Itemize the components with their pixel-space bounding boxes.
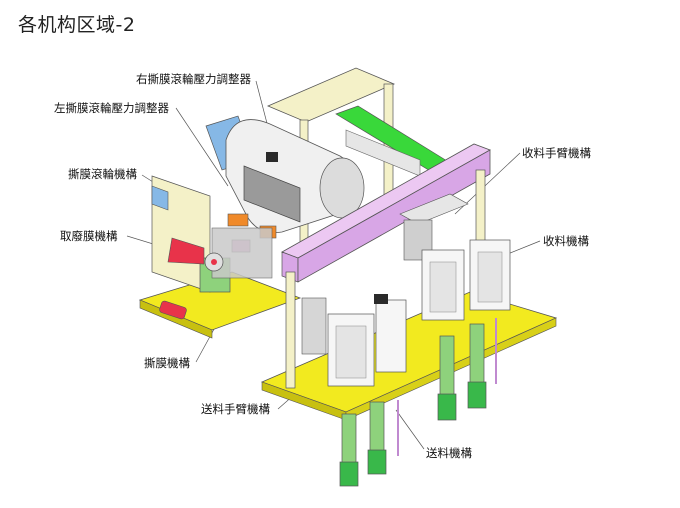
label-peel-mechanism: 撕膜機構 — [144, 356, 190, 370]
label-right-peel-roller-regulator: 右撕膜滾輪壓力調整器 — [136, 72, 251, 86]
mech-housing — [211, 227, 273, 279]
receive-tray-inner-1 — [429, 261, 457, 313]
large-roller — [319, 157, 365, 219]
receive-column-1 — [439, 335, 455, 397]
feed-column-1 — [341, 413, 357, 465]
feed-tray-2 — [375, 299, 407, 373]
receive-motor-1 — [437, 393, 457, 421]
label-left-peel-roller-regulator: 左撕膜滾輪壓力調整器 — [54, 101, 169, 115]
label-receive-arm-mechanism: 收料手臂機構 — [522, 146, 591, 160]
base-slot — [159, 300, 187, 320]
label-peel-roller-mechanism: 撕膜滾輪機構 — [68, 167, 137, 181]
feed-motor-1 — [339, 461, 359, 487]
feed-column-2 — [369, 401, 385, 453]
receive-column-2 — [469, 323, 485, 385]
label-feed-arm-mechanism: 送料手臂機構 — [201, 402, 270, 416]
leader-feed-mechanism — [395, 409, 425, 450]
label-waste-film-removal: 取廢膜機構 — [60, 229, 118, 243]
receive-tray-inner-2 — [477, 251, 503, 303]
orange-block — [227, 213, 249, 227]
left-base-plate-edge — [139, 299, 213, 339]
feed-section — [301, 294, 407, 387]
label-feed-mechanism: 送料機構 — [426, 446, 472, 460]
red-dot — [211, 259, 217, 265]
roller-plate — [243, 165, 301, 223]
rear-top-beam — [266, 67, 396, 123]
pink-gantry — [281, 143, 491, 389]
receive-section — [399, 193, 511, 321]
feed-tray-inner — [335, 325, 367, 379]
feed-arm-body — [301, 297, 327, 355]
gantry-beam-side — [297, 149, 491, 283]
receive-motor-2 — [467, 381, 487, 409]
regulator-knob — [266, 152, 278, 162]
feed-nozzle-bar — [374, 294, 388, 304]
peel-mechanism-block — [151, 175, 277, 293]
leader-left-peel-roller-regulator — [175, 107, 229, 187]
label-receive-mechanism: 收料機構 — [543, 234, 589, 248]
page-title: 各机构区域-2 — [18, 14, 136, 36]
waste-film-fan — [167, 237, 205, 265]
feed-motor-2 — [367, 449, 387, 475]
peel-roller-assembly — [205, 115, 365, 234]
feed-lift-columns — [339, 318, 497, 487]
gantry-post-left — [285, 271, 296, 389]
side-panel-blue — [151, 185, 169, 211]
